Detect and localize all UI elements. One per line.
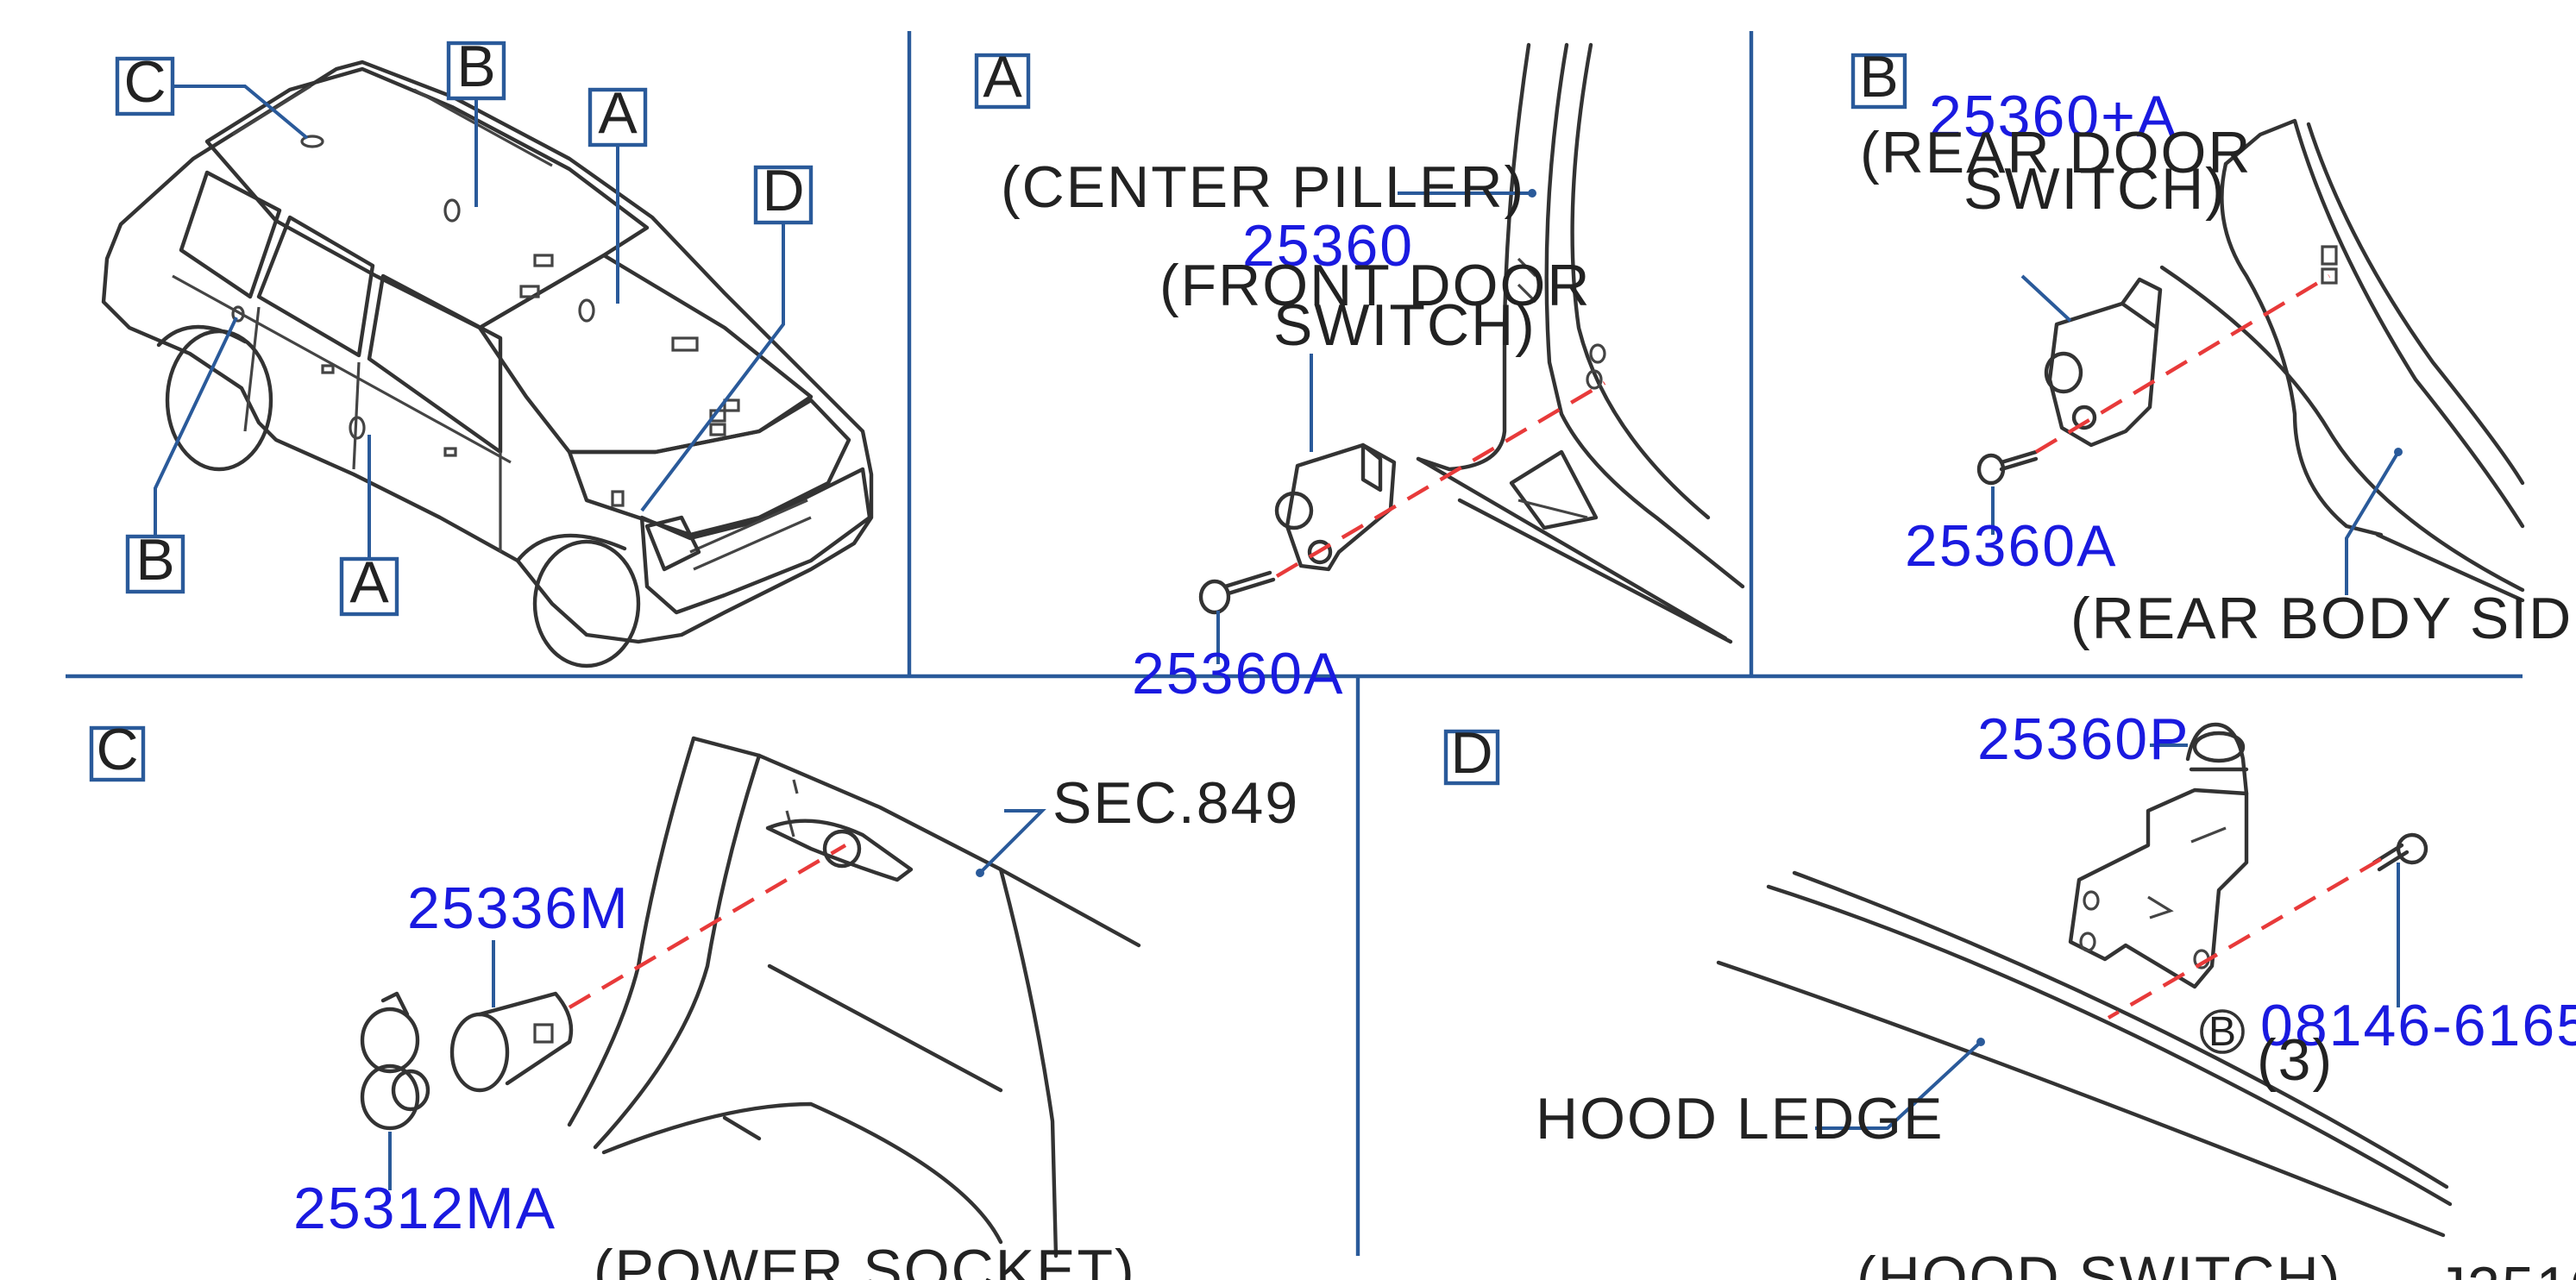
panel-c-cap-part: 25312MA — [293, 1176, 556, 1241]
panel-d-switch-part: 25360P — [1977, 706, 2190, 772]
bolt-symbol-circle — [2200, 1009, 2245, 1054]
panel-b-part-name-1: (REAR DOOR — [1860, 120, 2252, 185]
drawing-id: J25100JN — [2436, 1255, 2576, 1280]
panel-d-box — [1443, 729, 1500, 786]
panel-b-part-name-2: SWITCH) — [1963, 156, 2227, 222]
callout-b-bottom: B — [135, 527, 174, 593]
panel-b-screw-part: 25360A — [1905, 513, 2117, 579]
panel-c: C SEC.849 25336M 25312MA (POWER SOCKET) — [89, 717, 1299, 1280]
overview-callouts: C B A D B A — [115, 34, 814, 617]
callout-b-top: B — [456, 34, 495, 99]
callout-box-c — [115, 56, 175, 116]
callout-box-a-top — [587, 87, 648, 147]
panel-a-part-name-1: (FRONT DOOR — [1159, 253, 1592, 318]
callout-box-b-top — [446, 41, 506, 101]
panel-c-socket-part: 25336M — [407, 875, 630, 941]
callout-a-top: A — [598, 80, 638, 146]
panel-a-box — [974, 53, 1031, 110]
panel-b-label: B — [1859, 44, 1898, 110]
panel-b-location: (REAR BODY SIDE PANEL) — [2070, 586, 2576, 651]
callout-box-a-bottom — [339, 556, 399, 617]
panel-d-location: HOOD LEDGE — [1536, 1086, 1944, 1151]
panel-c-box — [89, 725, 146, 782]
panel-a-screw-part: 25360A — [1132, 641, 1344, 706]
panel-d: D 25360P B 08146-6165G (3) HOOD LEDGE (H… — [1443, 706, 2576, 1280]
panel-c-caption: (POWER SOCKET) — [594, 1238, 1136, 1280]
panel-d-label: D — [1450, 720, 1492, 786]
panel-b-box — [1850, 53, 1907, 110]
callout-box-d — [753, 165, 814, 225]
panel-b-part-number: 25360+A — [1929, 84, 2177, 149]
panel-a-part-name-2: SWITCH) — [1273, 292, 1536, 358]
panel-c-ref: SEC.849 — [1052, 770, 1299, 836]
panel-d-bolt-qty: (3) — [2257, 1027, 2334, 1093]
panel-a-label: A — [983, 44, 1022, 110]
panel-a-part-number: 25360 — [1242, 213, 1414, 279]
callout-d: D — [762, 158, 804, 223]
panel-b: B 25360+A (REAR DOOR SWITCH) 25360A (REA… — [1850, 44, 2576, 651]
callout-a-bottom: A — [349, 549, 389, 615]
panel-a-location: (CENTER PILLER) — [1001, 154, 1525, 220]
panel-d-bolt-symbol: B — [2208, 1009, 2236, 1055]
panel-d-bolt-part: 08146-6165G — [2260, 993, 2576, 1058]
panel-a: A (CENTER PILLER) 25360 (FRONT DOOR SWIT… — [974, 42, 1745, 706]
callout-c: C — [123, 49, 166, 115]
callout-box-b-bottom — [125, 534, 185, 594]
panel-c-label: C — [96, 717, 138, 782]
panel-d-caption: (HOOD SWITCH) — [1857, 1245, 2341, 1280]
vehicle-illustration — [101, 60, 874, 668]
